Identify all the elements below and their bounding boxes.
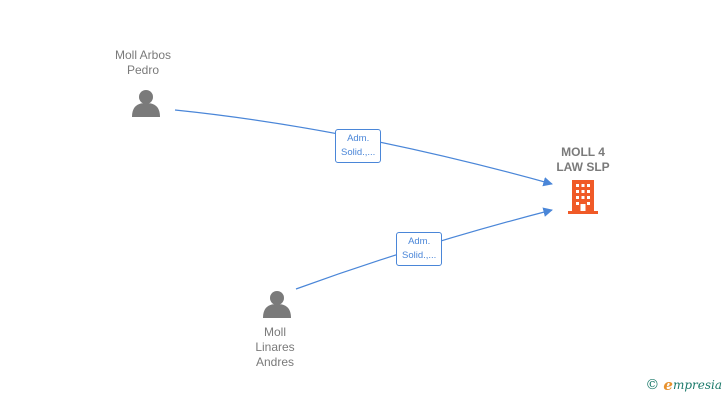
copyright-symbol: ©: [645, 377, 660, 393]
person-icon[interactable]: [132, 90, 160, 117]
person-label-andres[interactable]: Moll Linares Andres: [255, 325, 295, 369]
brand-initial: e: [663, 376, 673, 394]
person-label-pedro[interactable]: Moll Arbos Pedro: [114, 48, 172, 77]
company-label[interactable]: MOLL 4 LAW SLP: [556, 145, 610, 174]
edge-label-pedro[interactable]: Adm. Solid.,...: [335, 129, 382, 163]
building-icon[interactable]: [568, 180, 598, 214]
person-icon[interactable]: [263, 291, 291, 318]
edge-label-andres[interactable]: Adm. Solid.,...: [396, 232, 443, 266]
brand-name: mpresia: [672, 378, 722, 392]
empresia-logo: © e mpresia: [645, 376, 722, 394]
